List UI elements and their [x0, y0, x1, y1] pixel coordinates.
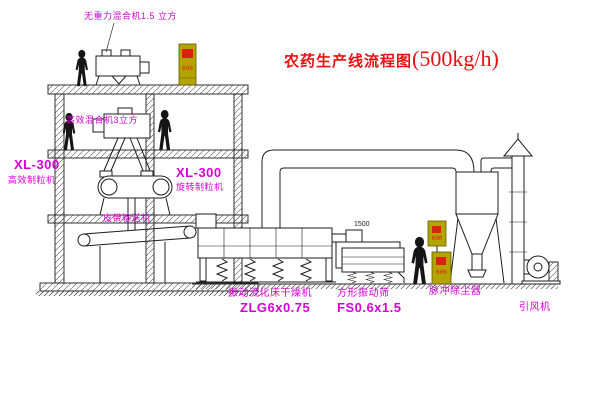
hopper-size-note: 1500: [354, 221, 370, 228]
person-figure: [75, 49, 88, 87]
title-capacity: (500kg/h): [412, 46, 499, 71]
vibrating-screen: [332, 229, 405, 284]
label-dryer-model: ZLG6x0.75: [240, 300, 311, 315]
label-screen-name: 方形振动筛: [337, 288, 390, 299]
label-fan: 引风机: [519, 302, 551, 313]
label-mixer-top: 无重力混合机1.5 立方: [84, 11, 178, 21]
rotary-granulator: [97, 170, 173, 230]
belt-conveyor: [77, 225, 197, 283]
label-belt-conveyor: 皮带输送机: [103, 213, 151, 223]
cabinet-text: 600: [182, 65, 193, 72]
induced-draft-fan: [521, 255, 561, 285]
diagram-title: 农药生产线流程图 (500kg/h): [284, 46, 499, 72]
cabinet-text: 600: [436, 269, 447, 276]
gravity-free-mixer: [95, 49, 150, 86]
dust-collector-unit: [427, 220, 452, 285]
label-mixer-l2: 高效混合机3立方: [66, 115, 139, 125]
label-granulator-left-model: XL-300: [14, 157, 60, 172]
label-dust-collector: 脉冲除尘器: [429, 286, 482, 297]
label-dryer-name: 振动流化床干燥机: [228, 288, 312, 299]
person-figure: [157, 109, 172, 150]
label-screen-model: FS0.6x1.5: [337, 300, 402, 315]
label-granulator-mid-name: 旋转制粒机: [176, 182, 224, 192]
label-leader-line: [105, 22, 115, 53]
control-cabinet-top: [178, 43, 197, 86]
exhaust-duct: [261, 149, 475, 228]
person-figure: [411, 236, 428, 285]
cyclone-separator: [449, 171, 505, 284]
high-efficiency-mixer: [92, 107, 152, 174]
label-granulator-left-name: 高效制粒机: [8, 175, 56, 185]
fluid-bed-dryer: [195, 213, 336, 283]
cabinet-text: 600: [431, 235, 443, 242]
label-granulator-mid-model: XL-300: [176, 165, 222, 180]
title-text: 农药生产线流程图: [284, 54, 413, 70]
